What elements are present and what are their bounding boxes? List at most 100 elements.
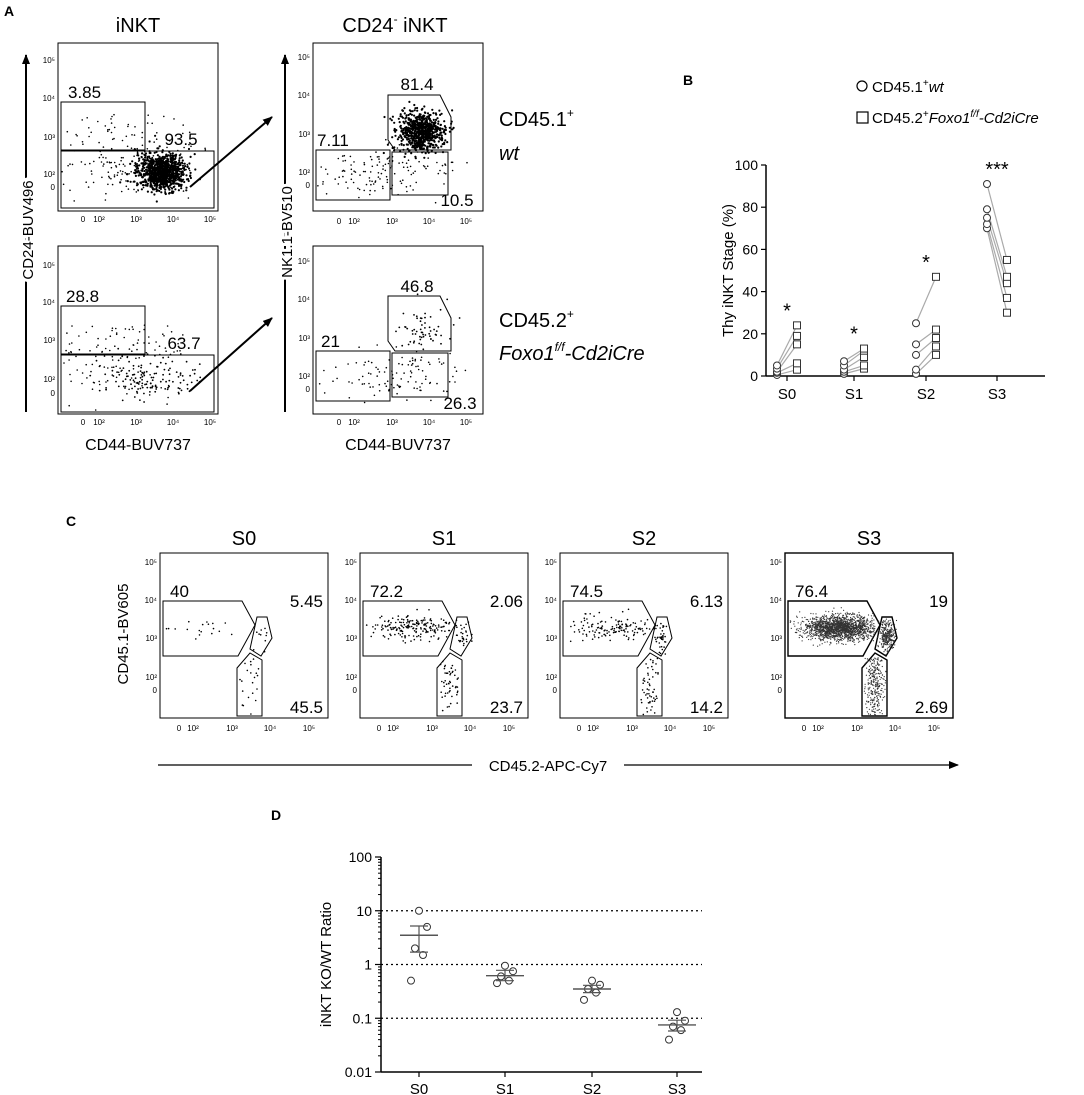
event-dot <box>883 641 885 643</box>
event-dot <box>603 630 605 632</box>
event-dot <box>400 182 403 185</box>
event-dot <box>257 668 260 670</box>
event-dot <box>378 390 381 392</box>
event-dot <box>156 184 159 187</box>
event-dot <box>652 661 654 664</box>
event-dot <box>613 627 616 630</box>
event-dot <box>861 620 863 622</box>
event-dot <box>837 640 840 643</box>
event-dot <box>186 387 189 390</box>
event-dot <box>821 631 824 633</box>
event-dot <box>417 365 419 368</box>
event-dot <box>185 168 187 171</box>
event-dot <box>625 635 628 637</box>
event-dot <box>393 386 395 389</box>
event-dot <box>69 163 71 165</box>
event-dot <box>404 117 407 120</box>
event-dot <box>91 388 94 391</box>
event-dot <box>390 628 393 631</box>
event-dot <box>819 628 821 630</box>
event-dot <box>645 627 648 630</box>
event-dot <box>601 620 603 623</box>
event-dot <box>631 630 634 632</box>
event-dot <box>826 625 828 627</box>
event-dot <box>365 183 368 186</box>
event-dot <box>859 640 861 642</box>
event-dot <box>407 159 410 161</box>
event-dot <box>848 635 850 637</box>
event-dot <box>374 190 376 192</box>
event-dot <box>859 615 861 617</box>
x-tick-label: 10² <box>387 724 399 733</box>
event-dot <box>856 634 858 636</box>
event-dot <box>372 183 375 185</box>
event-dot <box>867 623 869 626</box>
event-dot <box>794 625 796 627</box>
event-dot <box>820 629 822 631</box>
event-dot <box>652 660 654 662</box>
event-dot <box>390 187 392 190</box>
event-dot <box>855 627 857 629</box>
event-dot <box>831 623 833 625</box>
event-dot <box>421 324 423 326</box>
event-dot <box>855 634 857 636</box>
event-dot <box>158 145 161 148</box>
event-dot <box>358 346 360 349</box>
event-dot <box>381 626 383 628</box>
event-dot <box>867 634 869 636</box>
event-dot <box>430 149 433 152</box>
event-dot <box>367 372 370 375</box>
event-dot <box>817 635 820 637</box>
event-dot <box>400 621 403 624</box>
event-dot <box>433 146 436 149</box>
event-dot <box>413 387 416 389</box>
event-dot <box>846 613 848 615</box>
event-dot <box>828 629 830 632</box>
event-dot <box>839 621 841 623</box>
event-dot <box>115 332 118 334</box>
event-dot <box>417 138 420 141</box>
event-dot <box>123 385 125 388</box>
event-dot <box>423 156 426 159</box>
event-dot <box>176 350 179 352</box>
event-dot <box>63 362 65 364</box>
event-dot <box>865 633 867 635</box>
event-dot <box>211 632 213 635</box>
event-dot <box>389 626 392 629</box>
event-dot <box>454 381 456 383</box>
event-dot <box>808 623 811 625</box>
event-dot <box>140 162 143 165</box>
plot-frame <box>559 552 729 719</box>
event-dot <box>833 607 835 609</box>
event-dot <box>395 372 398 374</box>
event-dot <box>852 640 854 642</box>
event-dot <box>121 355 124 358</box>
event-dot <box>411 144 415 147</box>
event-dot <box>108 128 111 131</box>
event-dot <box>867 628 869 630</box>
event-dot <box>873 628 875 630</box>
event-dot <box>833 635 835 638</box>
event-dot <box>857 619 859 621</box>
event-dot <box>434 121 437 124</box>
event-dot <box>370 158 373 161</box>
event-dot <box>409 375 412 378</box>
event-dot <box>177 342 179 345</box>
event-dot <box>139 399 141 401</box>
event-dot <box>573 624 576 627</box>
wt-point <box>840 357 848 366</box>
event-dot <box>415 619 418 621</box>
event-dot <box>630 624 632 626</box>
event-dot <box>177 387 180 389</box>
event-dot <box>449 687 451 690</box>
event-dot <box>156 166 159 169</box>
event-dot <box>658 651 661 654</box>
event-dot <box>187 179 190 183</box>
event-dot <box>388 619 390 622</box>
event-dot <box>359 174 361 176</box>
event-dot <box>350 178 353 181</box>
event-dot <box>413 140 416 143</box>
event-dot <box>363 364 365 366</box>
event-dot <box>153 178 156 181</box>
